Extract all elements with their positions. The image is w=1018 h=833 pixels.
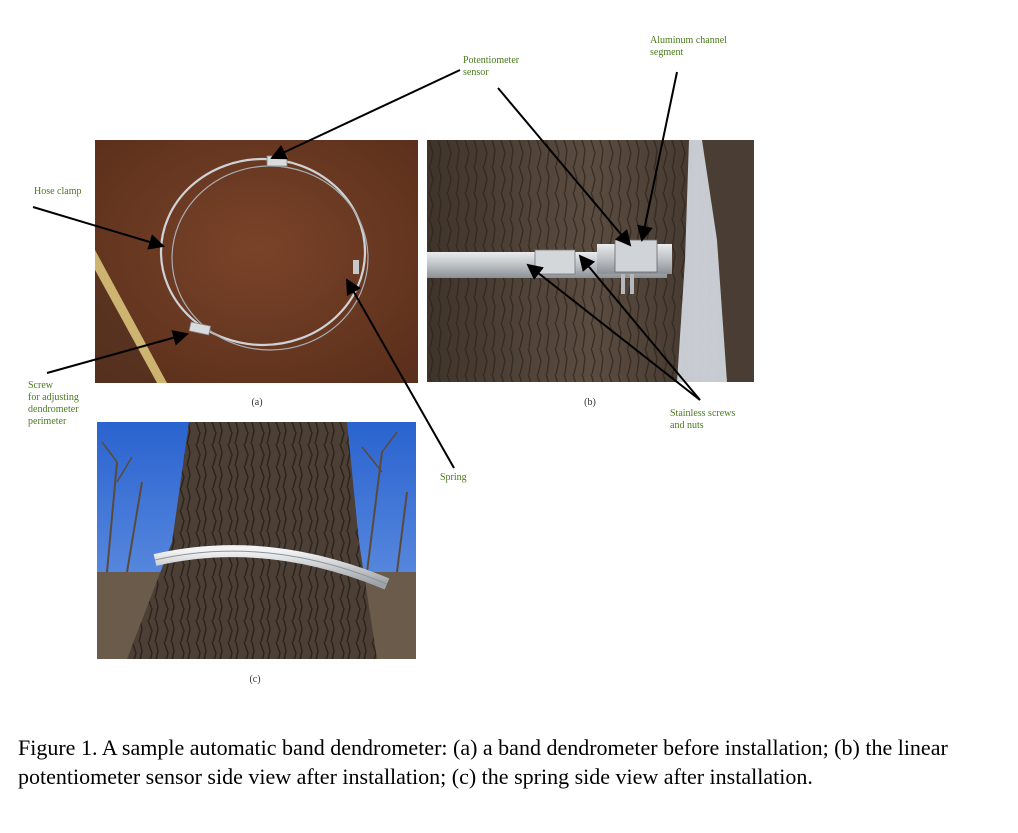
annotation-aluminum-channel: Aluminum channel segment <box>650 35 727 59</box>
annotation-line: for adjusting <box>28 392 79 403</box>
screw-clamp <box>188 321 212 336</box>
sensor-block <box>266 155 288 167</box>
annotation-line: Screw <box>28 380 53 391</box>
annotation-stainless-screws: Stainless screws and nuts <box>670 408 735 432</box>
figure-caption: Figure 1. A sample automatic band dendro… <box>18 735 948 789</box>
panel-b-photo <box>427 140 754 382</box>
annotation-line: perimeter <box>28 416 67 427</box>
annotation-line: Potentiometer <box>463 55 520 66</box>
annotation-line: segment <box>650 47 684 58</box>
annotation-spring: Spring <box>440 472 467 483</box>
annotation-line: dendrometer <box>28 404 79 415</box>
annotation-line: Stainless screws <box>670 408 736 419</box>
panel-c-photo <box>97 422 416 659</box>
annotation-line: and nuts <box>670 420 704 431</box>
annotation-line: sensor <box>463 67 489 78</box>
panel-c-label: (c) <box>249 674 261 685</box>
annotation-potentiometer-sensor: Potentiometer sensor <box>463 55 519 79</box>
panel-a-label: (a) <box>251 397 263 408</box>
panel-b-label: (b) <box>584 397 596 408</box>
panel-a-photo <box>95 140 418 383</box>
annotation-hose-clamp: Hose clamp <box>34 186 82 197</box>
annotation-line: Aluminum channel <box>650 35 727 46</box>
annotation-screw: Screw for adjusting dendrometer perimete… <box>28 380 79 428</box>
